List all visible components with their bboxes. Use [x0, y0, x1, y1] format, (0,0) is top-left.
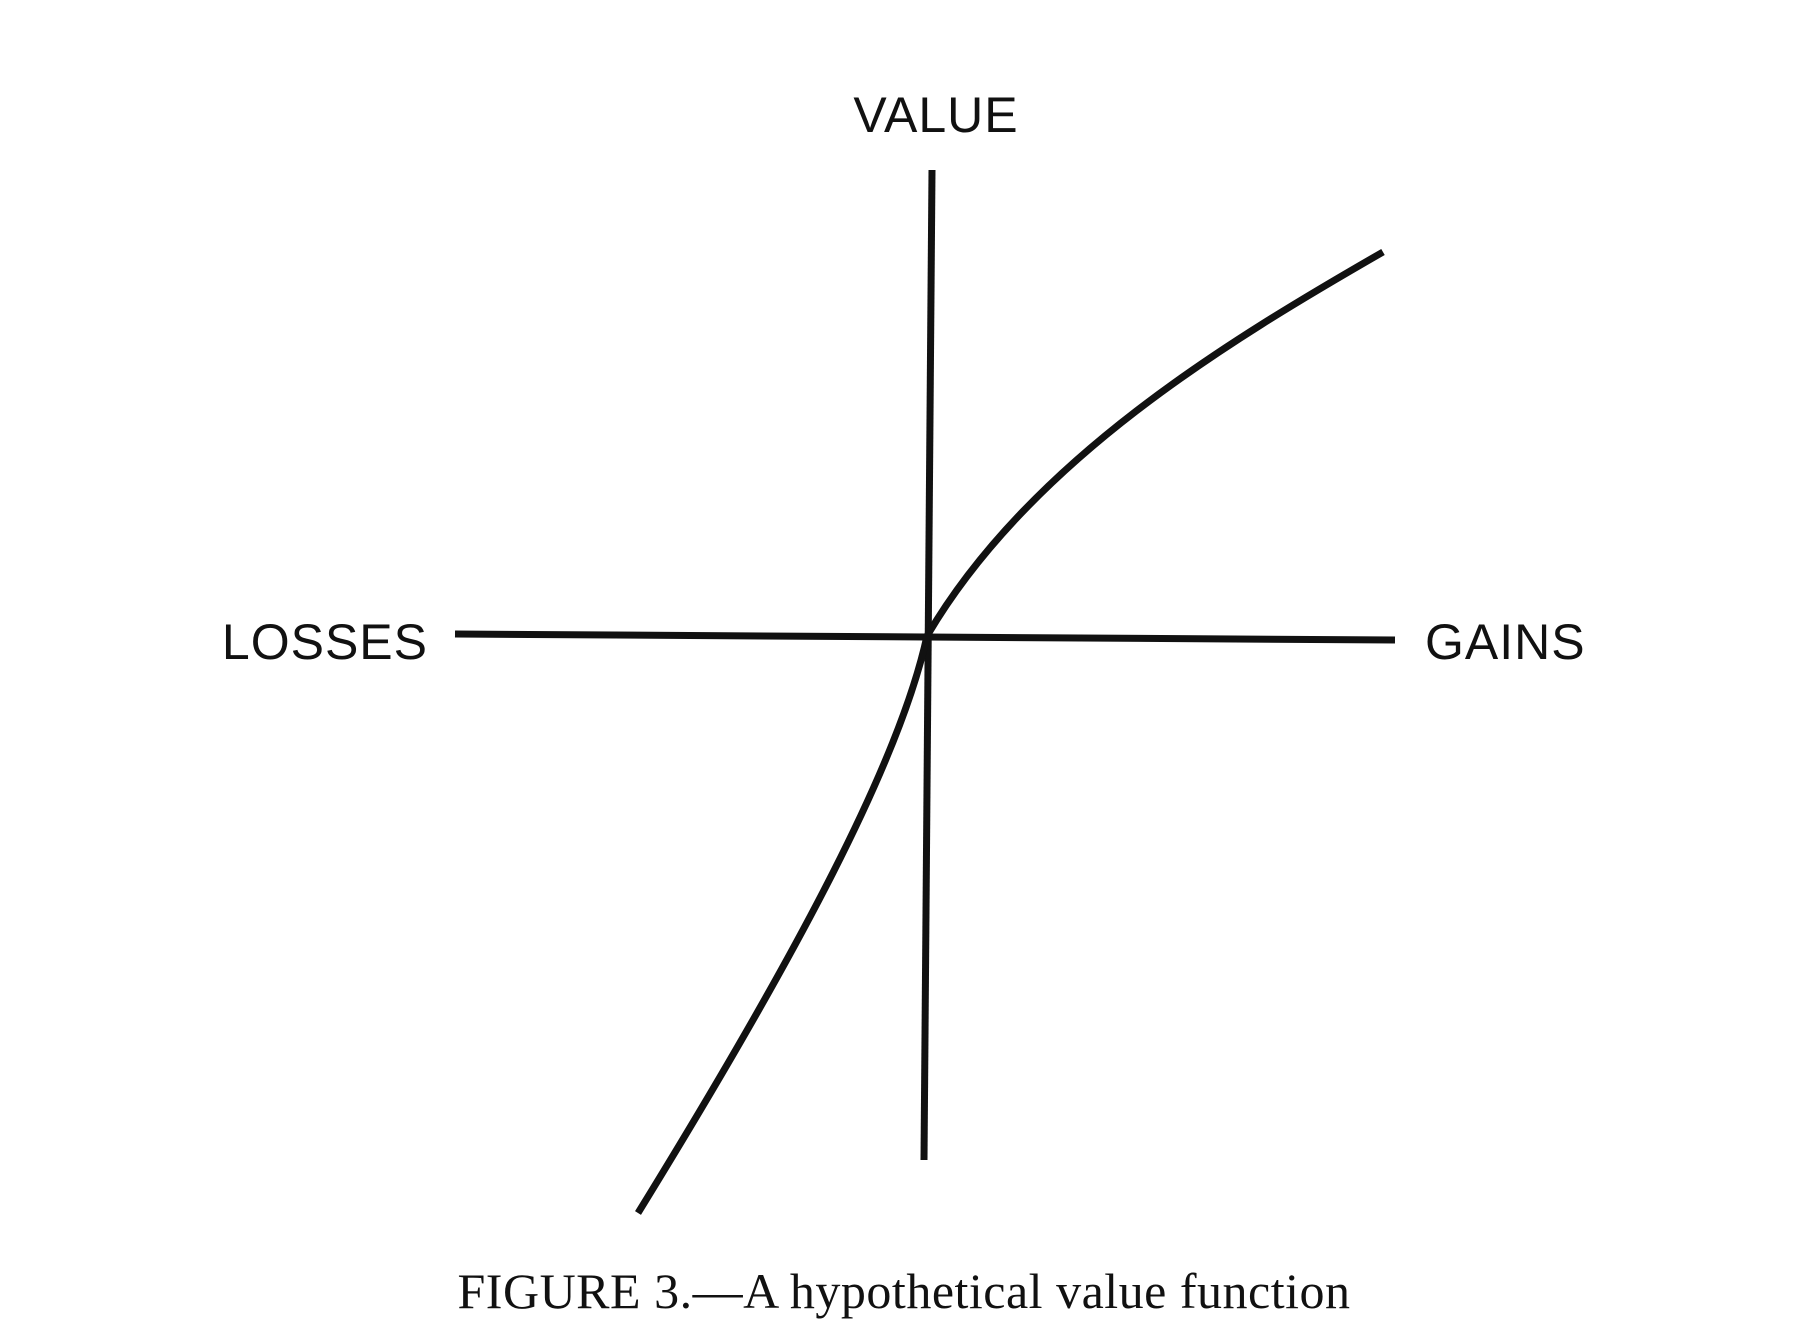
figure-caption-text: —A hypothetical value function — [692, 1263, 1351, 1319]
y-axis — [920, 169, 936, 1161]
x-axis-negative-label: LOSSES — [222, 614, 428, 670]
value-curve — [635, 248, 1385, 1215]
figure-caption: FIGURE 3.—A hypothetical value function — [0, 1262, 1808, 1320]
x-axis-positive-label: GAINS — [1425, 614, 1586, 670]
y-axis-label: VALUE — [853, 87, 1018, 143]
figure-number: FIGURE 3. — [457, 1263, 693, 1319]
